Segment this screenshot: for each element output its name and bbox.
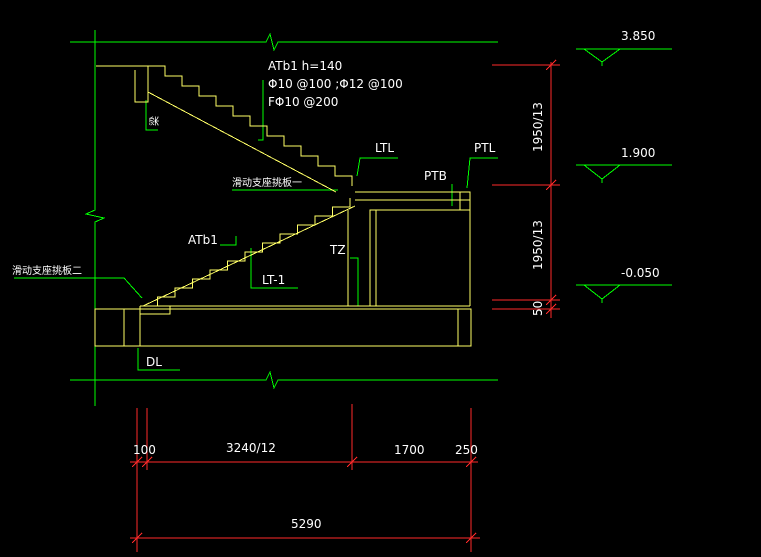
bottom-break-line (70, 370, 498, 390)
leader-beam (145, 100, 158, 131)
annotations: ATb1 h=140 Φ10 @100 ;Φ12 @100 FΦ10 @200 … (12, 29, 660, 531)
upper-flight-soffit (147, 91, 337, 193)
ptl-label: PTL (474, 141, 496, 155)
beam-label: 梁 (148, 116, 161, 126)
bottom-support (139, 306, 171, 315)
leader-dl (137, 348, 180, 371)
leader-ltl (356, 157, 398, 177)
leader-atb1 (220, 236, 237, 246)
hdim-total: 5290 (291, 517, 322, 531)
ltl-label: LTL (375, 141, 394, 155)
vdim-bottom: 50 (531, 301, 545, 316)
elevation-0050: -0.050 (621, 266, 660, 280)
vdim-upper: 1950/13 (531, 102, 545, 152)
dimension-lines (130, 59, 560, 552)
leader-ptl (466, 157, 498, 189)
axis-lines (14, 30, 672, 406)
rebar-main-label: Φ10 @100 ;Φ12 @100 (268, 77, 403, 91)
leader-sliding-2 (14, 277, 143, 299)
atb1-spec-label: ATb1 h=140 (268, 59, 342, 73)
lower-flight-steps (140, 198, 351, 307)
leader-atb1-spec (258, 80, 264, 141)
hdim-250: 250 (455, 443, 478, 457)
left-break-line (84, 30, 106, 406)
top-break-line (70, 32, 498, 52)
structure (94, 65, 472, 347)
hdim-1700: 1700 (394, 443, 425, 457)
ptb-label: PTB (424, 169, 447, 183)
lt1-label: LT-1 (262, 273, 285, 287)
elevation-mark-0050 (582, 284, 622, 300)
tz-label: TZ (329, 243, 346, 257)
upper-flight-steps (148, 65, 353, 186)
sliding-support-2-label: 滑动支座挑板二 (12, 264, 82, 277)
lower-flight-soffit (142, 205, 356, 307)
landing-slab (355, 191, 471, 306)
elevation-mark-3850 (582, 48, 622, 63)
elevation-1900: 1.900 (621, 146, 655, 160)
vdim-lower: 1950/13 (531, 220, 545, 270)
sliding-support-1-label: 滑动支座挑板一 (232, 176, 302, 189)
atb1-label: ATb1 (188, 233, 218, 247)
rebar-dist-label: FΦ10 @200 (268, 95, 338, 109)
floor-slab (94, 308, 472, 347)
elevation-mark-1900 (582, 164, 622, 180)
elevation-3850: 3.850 (621, 29, 655, 43)
leader-tz (350, 257, 359, 306)
leader-lt1 (250, 248, 298, 289)
hdim-100: 100 (133, 443, 156, 457)
dl-label: DL (146, 355, 162, 369)
top-beam (96, 65, 149, 103)
hdim-3240: 3240/12 (226, 441, 276, 455)
